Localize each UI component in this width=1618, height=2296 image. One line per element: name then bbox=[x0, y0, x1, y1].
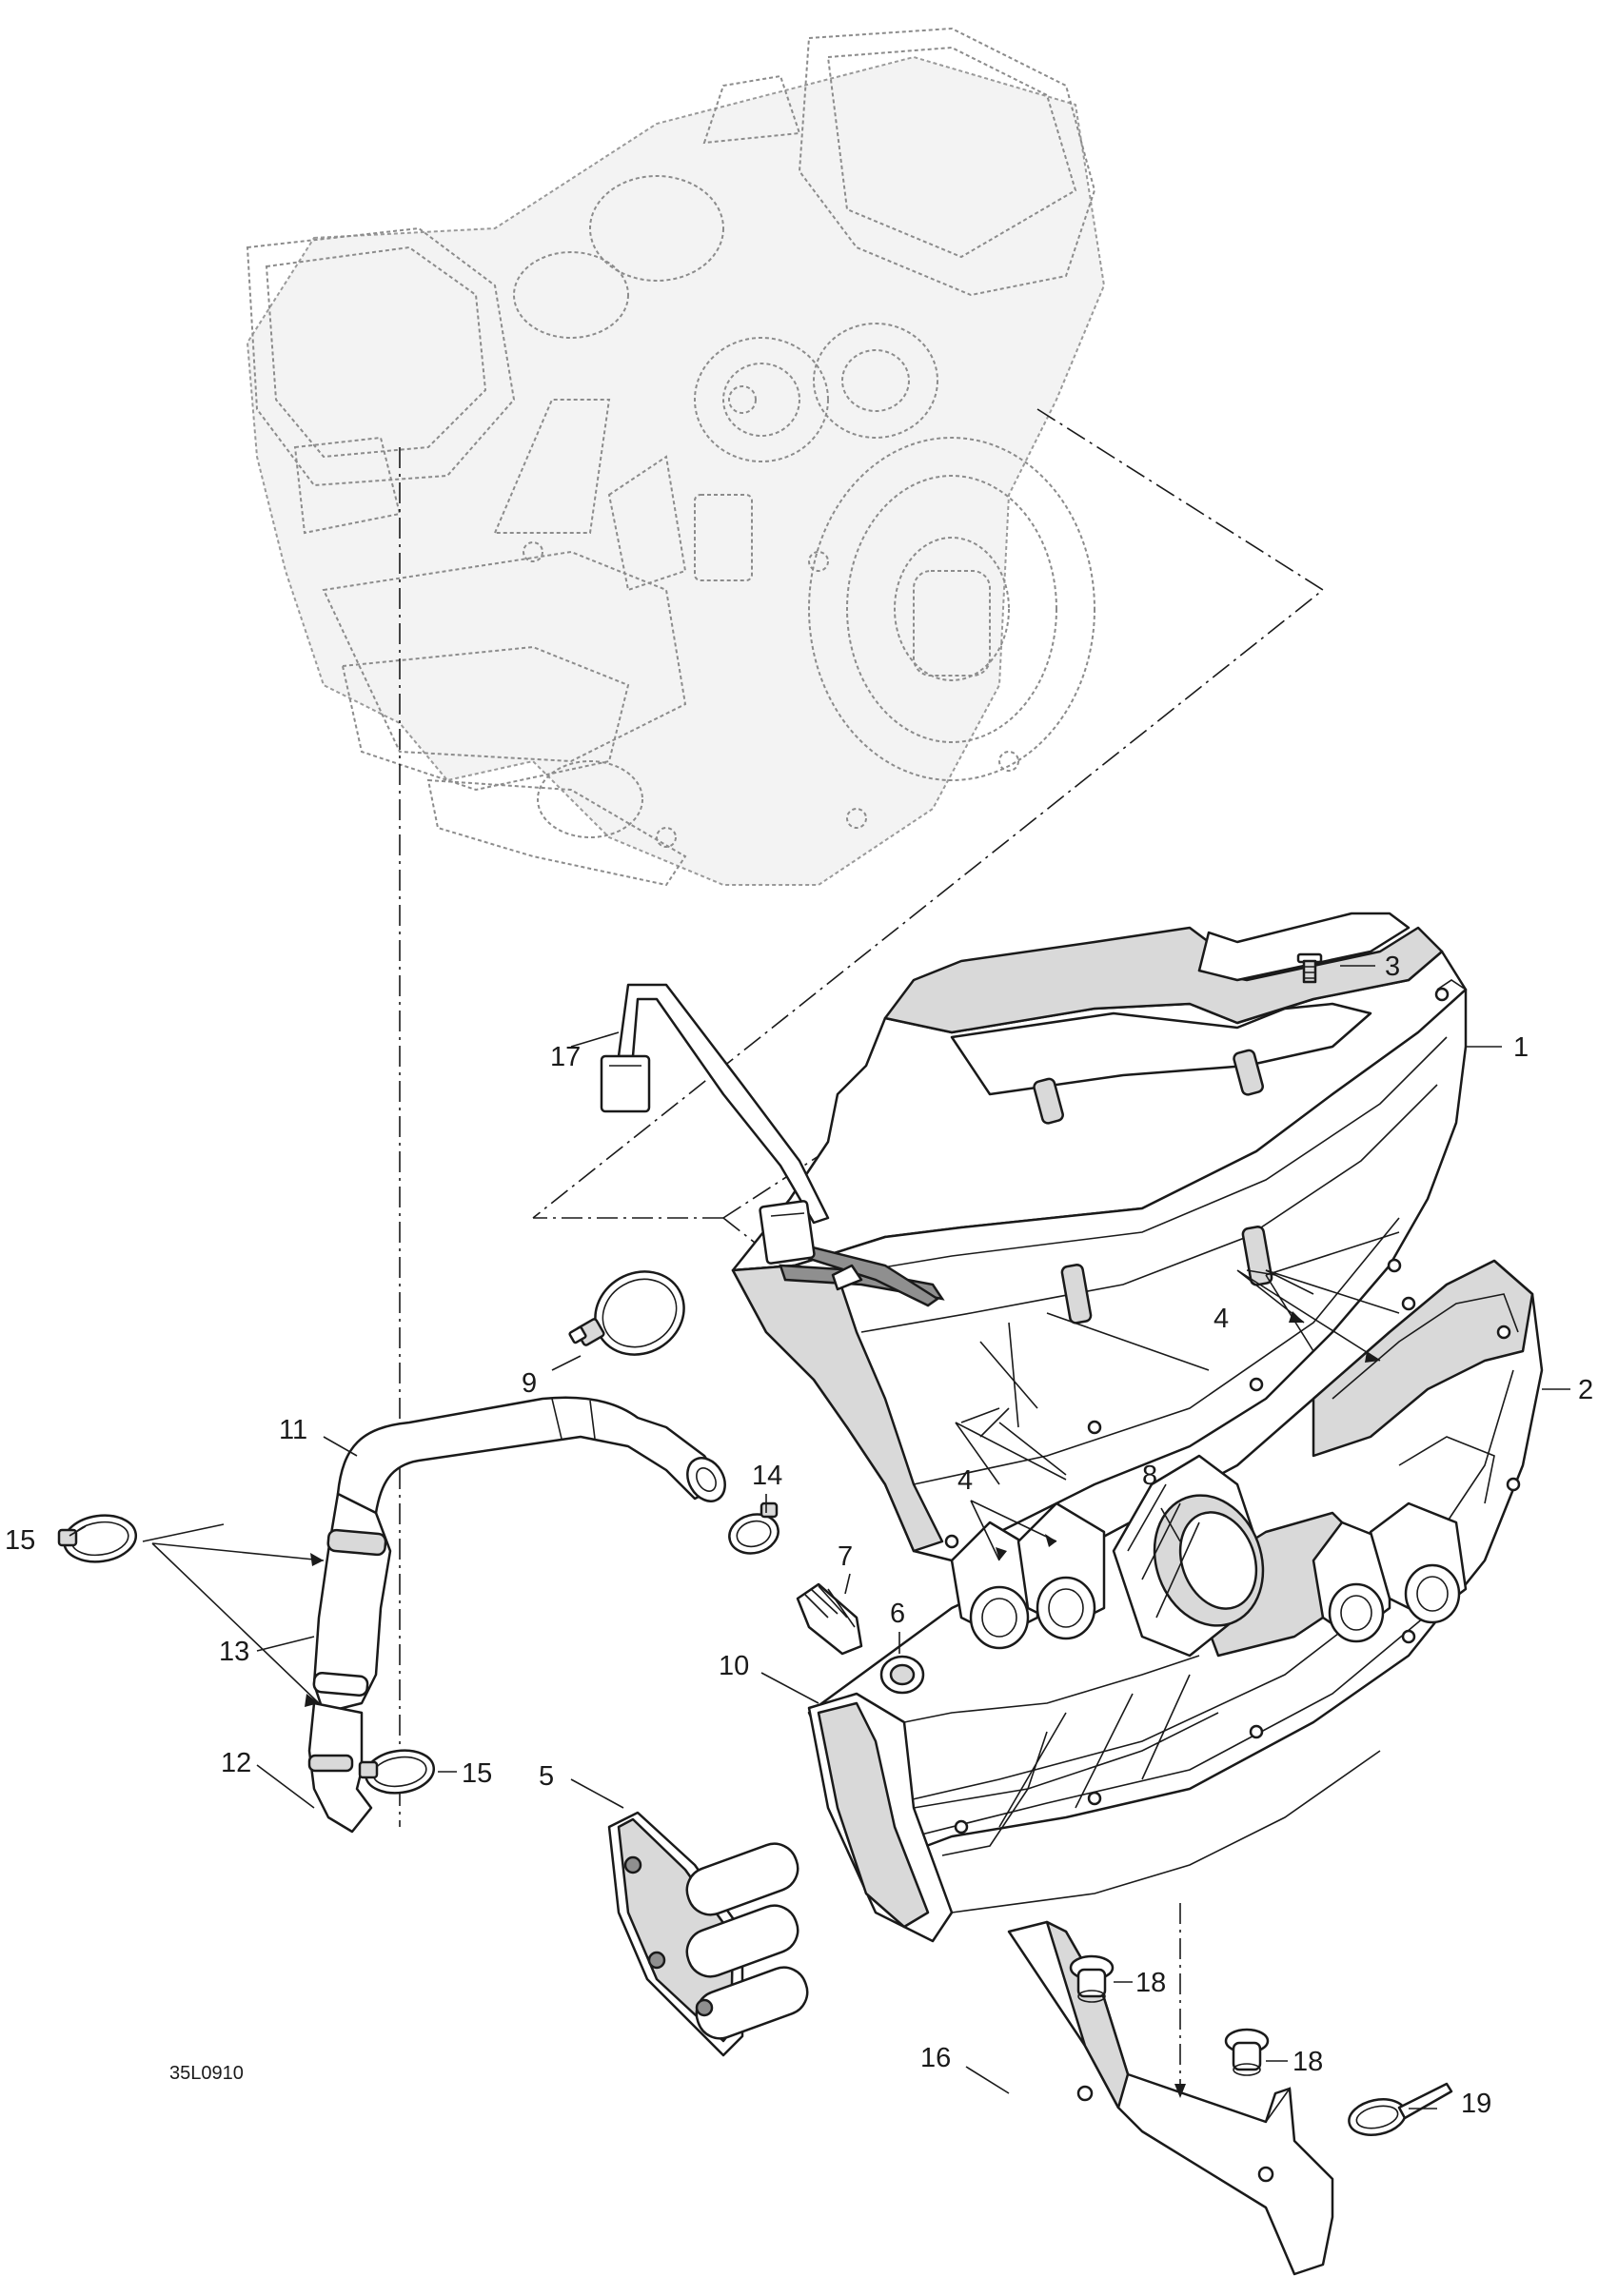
callout-7: 7 bbox=[838, 1541, 853, 1572]
air-filter bbox=[607, 1811, 809, 2057]
callout-15-upper: 15 bbox=[5, 1525, 35, 1556]
callout-13: 13 bbox=[219, 1637, 249, 1667]
hose-elbow bbox=[307, 1701, 373, 1834]
callout-1: 1 bbox=[1513, 1032, 1529, 1063]
retaining-strap bbox=[600, 983, 830, 1265]
cable-tie bbox=[1348, 2082, 1453, 2136]
callout-11: 11 bbox=[279, 1415, 307, 1445]
callout-12: 12 bbox=[221, 1748, 251, 1778]
vent-hose bbox=[336, 1396, 726, 1515]
callout-labels: 3 1 2 4 4 8 17 9 11 14 15 15 13 7 6 10 1… bbox=[5, 952, 1593, 2119]
callout-3: 3 bbox=[1385, 952, 1400, 982]
callout-15-lower: 15 bbox=[462, 1758, 492, 1789]
rubber-grommet-2 bbox=[1224, 2028, 1270, 2076]
figure-code: 35L0910 bbox=[169, 2063, 244, 2084]
callout-16: 16 bbox=[920, 2043, 951, 2073]
callout-19: 19 bbox=[1461, 2089, 1491, 2119]
callout-18-left: 18 bbox=[1135, 1968, 1166, 1998]
engine-ghost-outline bbox=[246, 27, 1106, 887]
callout-9: 9 bbox=[522, 1368, 537, 1399]
small-hose-clamp bbox=[728, 1501, 779, 1555]
callout-14: 14 bbox=[752, 1461, 782, 1491]
intake-boot bbox=[1112, 1454, 1265, 1658]
callout-10: 10 bbox=[719, 1651, 749, 1681]
screw bbox=[1296, 952, 1323, 984]
callout-8: 8 bbox=[1142, 1461, 1157, 1491]
callout-17: 17 bbox=[550, 1042, 581, 1072]
callout-6: 6 bbox=[890, 1599, 905, 1629]
band-clamp bbox=[568, 1270, 685, 1356]
callout-2: 2 bbox=[1578, 1375, 1593, 1405]
callout-4-left: 4 bbox=[957, 1465, 973, 1496]
rubber-grommet-1 bbox=[1069, 1954, 1115, 2003]
callout-5: 5 bbox=[539, 1761, 554, 1792]
callout-18-right: 18 bbox=[1292, 2047, 1323, 2077]
hose-connector bbox=[312, 1492, 392, 1715]
filter-housing bbox=[807, 1655, 1381, 1943]
grommet bbox=[879, 1655, 925, 1695]
hose-clamp-upper bbox=[57, 1514, 138, 1563]
arrowheads bbox=[305, 1311, 1380, 2098]
mounting-bracket bbox=[1007, 1920, 1334, 2276]
callout-4-right: 4 bbox=[1214, 1304, 1229, 1334]
callout-leaders bbox=[69, 965, 1570, 2110]
drain-fitting bbox=[796, 1582, 863, 1656]
hose-clamp-lower bbox=[358, 1749, 436, 1795]
air-box-cover bbox=[731, 912, 1468, 1562]
